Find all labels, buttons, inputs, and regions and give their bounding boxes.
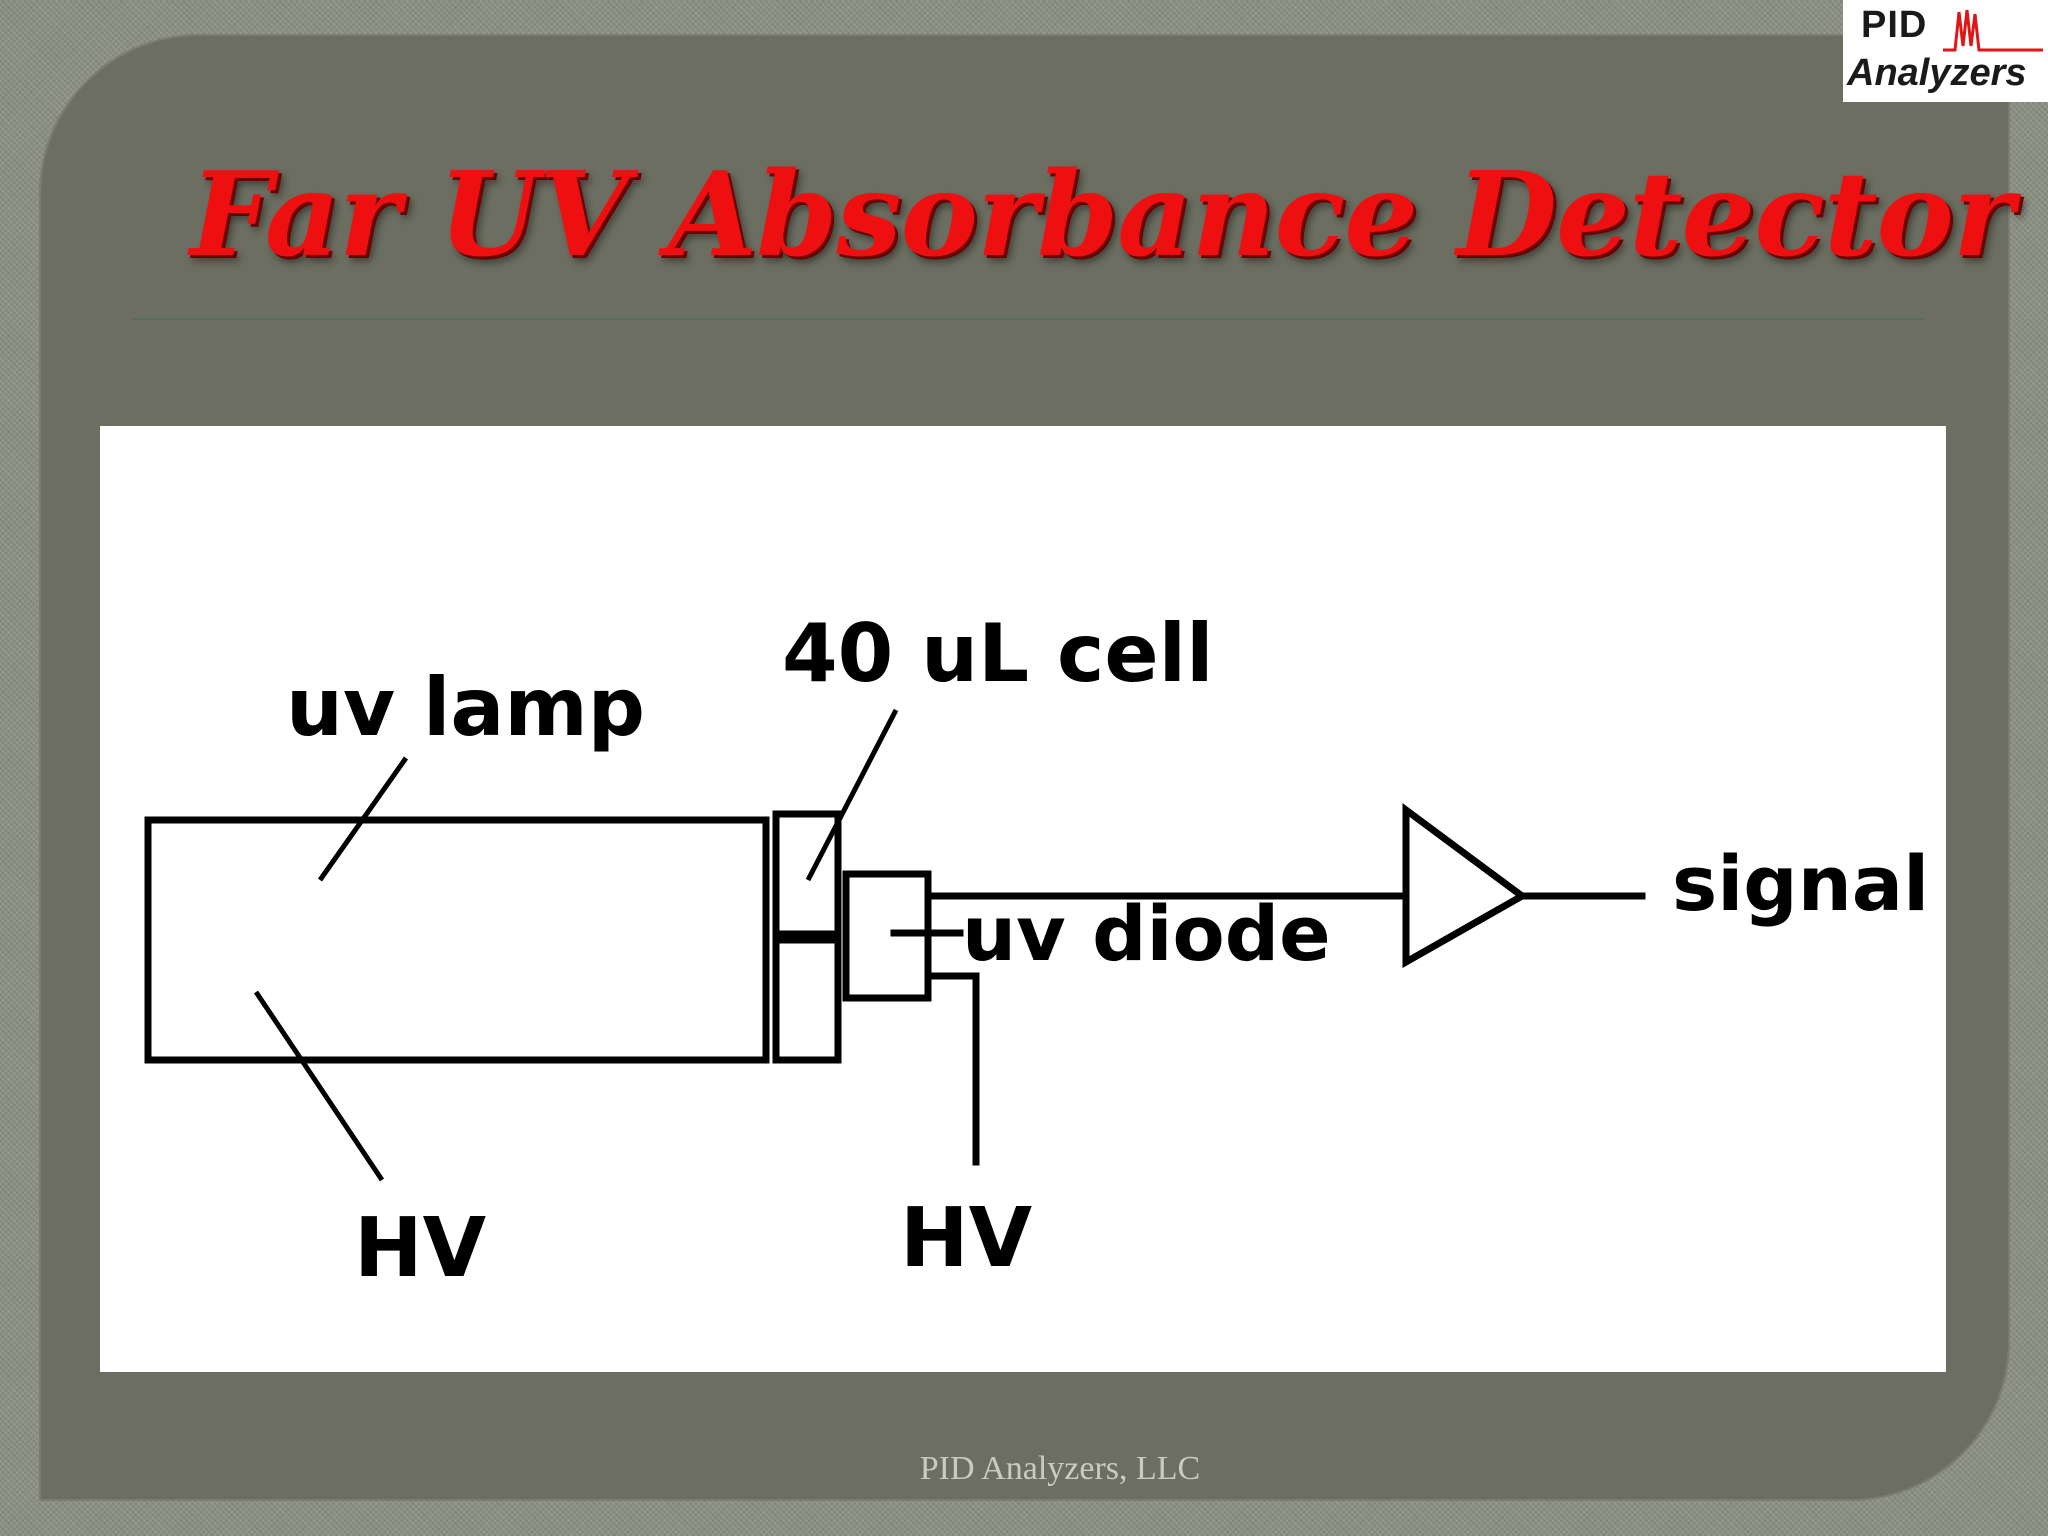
chromatogram-peaks-icon [1943, 9, 2043, 52]
label-uv-diode: uv diode [962, 889, 1331, 978]
label-hv-lamp: HV [354, 1201, 487, 1296]
slide-title: Far UV Absorbance Detector [190, 147, 2014, 283]
uv-lamp-shape [144, 816, 770, 1064]
logo-analyzers-text: Analyzers [1847, 52, 2027, 94]
diode-hv-wire [924, 972, 980, 1166]
slide-footer: PID Analyzers, LLC [919, 1450, 1201, 1487]
label-hv-diode: HV [900, 1191, 1033, 1286]
hv-lamp-leader-line [253, 990, 385, 1182]
diagram-drawing [144, 708, 1646, 1182]
lamp-leader-line [317, 756, 409, 882]
detector-diagram: uv lamp 40 uL cell uv diode signal HV HV [100, 426, 1946, 1372]
amplifier-shape [1402, 803, 1529, 969]
company-logo: PID Analyzers [1843, 0, 2048, 102]
cell-leader-line [805, 708, 899, 882]
title-divider [132, 318, 1924, 320]
label-signal: signal [1672, 839, 1930, 928]
logo-pid-text: PID [1861, 4, 1928, 46]
label-uv-lamp: uv lamp [286, 661, 645, 754]
label-40ul-cell: 40 uL cell [782, 607, 1214, 700]
